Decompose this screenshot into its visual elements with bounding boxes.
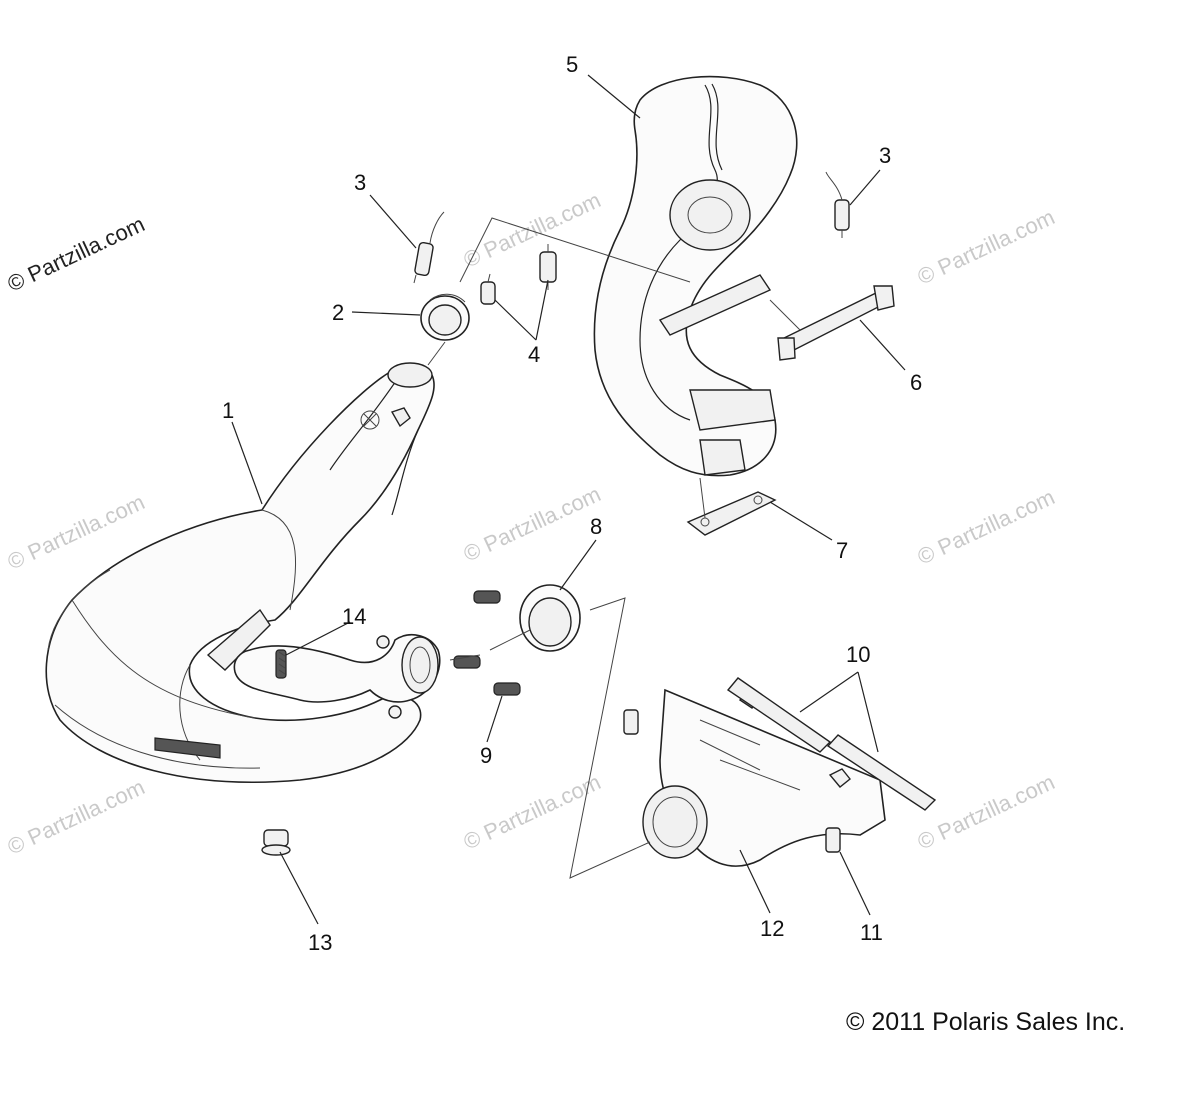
watermark-text: © Partzilla.com bbox=[4, 774, 149, 859]
watermark-text: © Partzilla.com bbox=[914, 204, 1059, 289]
watermark-text: © Partzilla.com bbox=[460, 187, 605, 272]
part-14-pipe-connector bbox=[233, 634, 441, 719]
part-13-plug bbox=[261, 829, 291, 856]
part-12-manifold bbox=[642, 688, 886, 867]
callout-5: 5 bbox=[566, 52, 578, 77]
leader-lines bbox=[231, 74, 906, 925]
callout-6: 6 bbox=[910, 370, 922, 395]
part-6-bracket bbox=[777, 285, 895, 361]
callout-9: 9 bbox=[480, 743, 492, 768]
part-3-spring-left bbox=[413, 211, 445, 284]
part-1-exhaust-pipe bbox=[45, 362, 435, 783]
callout-3-left: 3 bbox=[354, 170, 366, 195]
callout-12: 12 bbox=[760, 916, 784, 941]
callout-7: 7 bbox=[836, 538, 848, 563]
part-8-gasket-ring bbox=[519, 584, 581, 652]
part-11-bolts bbox=[623, 709, 841, 853]
part-2-gasket-ring bbox=[420, 293, 470, 341]
watermark-text: © Partzilla.com bbox=[914, 769, 1059, 854]
callout-13: 13 bbox=[308, 930, 332, 955]
part-3-spring-right bbox=[825, 171, 850, 238]
callout-2: 2 bbox=[332, 300, 344, 325]
copyright-notice: © 2011 Polaris Sales Inc. bbox=[846, 1008, 1125, 1036]
callout-14: 14 bbox=[342, 604, 366, 629]
callout-1: 1 bbox=[222, 398, 234, 423]
watermark-text: © Partzilla.com bbox=[460, 481, 605, 566]
part-7-plate bbox=[686, 491, 777, 536]
part-4-springs bbox=[480, 244, 557, 305]
callout-11: 11 bbox=[860, 920, 883, 945]
part-10-gaskets bbox=[726, 677, 937, 811]
part-5-silencer bbox=[593, 75, 798, 477]
callout-8: 8 bbox=[590, 514, 602, 539]
callout-4: 4 bbox=[528, 342, 540, 367]
callout-10: 10 bbox=[846, 642, 870, 667]
watermark-text: © Partzilla.com bbox=[914, 484, 1059, 569]
callout-labels: 1 2 3 3 4 5 6 7 8 9 10 11 12 13 14 bbox=[222, 52, 922, 955]
callout-3-right: 3 bbox=[879, 143, 891, 168]
watermark-text: © Partzilla.com bbox=[4, 211, 149, 296]
part-9-springs bbox=[453, 590, 521, 696]
